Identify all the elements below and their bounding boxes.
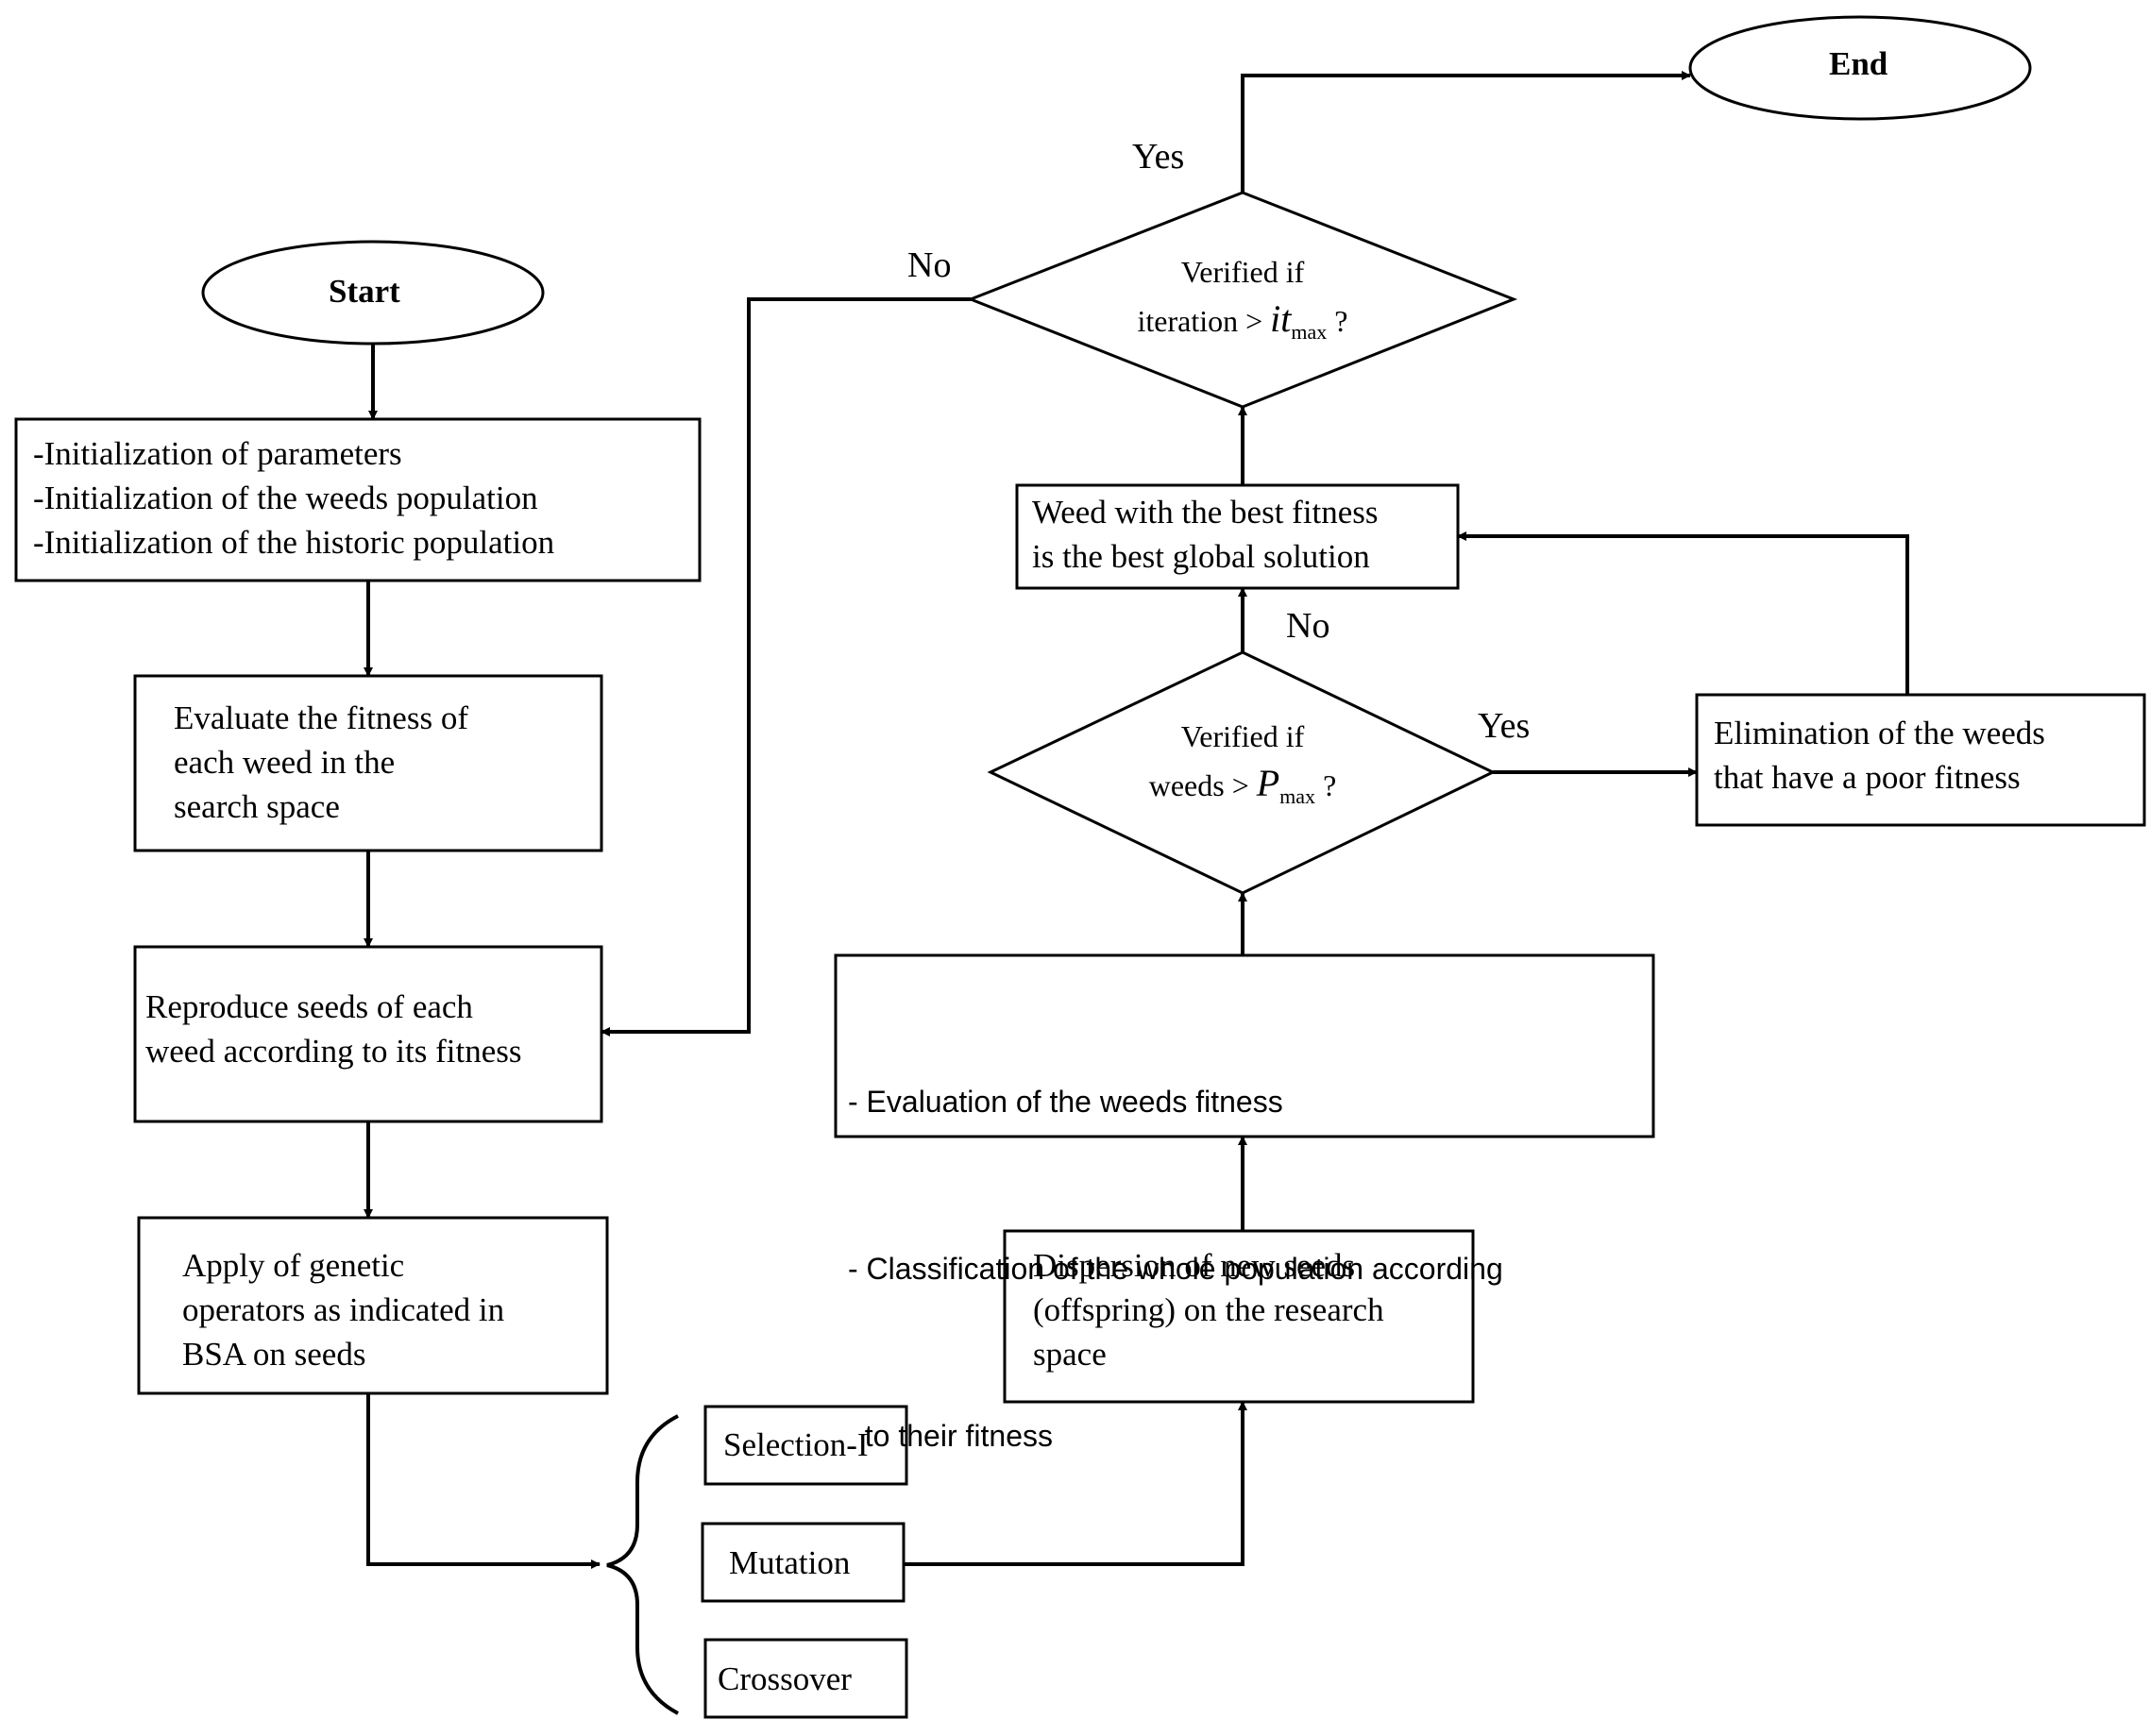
arrow-iteration-reproduce [601,297,971,1037]
dispersion-line: (offspring) on the research [1033,1291,1384,1328]
end-label: End [1829,45,1888,82]
reproduce-line: Reproduce seeds of each [145,988,473,1025]
classification-line: - Evaluation of the weeds fitness [848,1085,1283,1119]
reproduce-line: weed according to its fitness [145,1033,522,1070]
init-box [14,417,702,582]
decision-iteration-line2: iteration > itmax ? [1092,295,1394,356]
evaluate-text: Evaluate the fitness of each weed in the… [174,696,468,829]
decision-weeds-text: Verified if weeds > Pmax ? [1101,713,1384,820]
evaluate-box [133,674,603,852]
dispersion-line: space [1033,1336,1107,1373]
init-line: -Initialization of the weeds population [33,480,538,516]
evaluate-line: search space [174,788,340,825]
decision-weeds-prefix: weeds > [1148,768,1249,802]
elimination-line: that have a poor fitness [1714,759,2021,796]
selection-box [703,1405,908,1486]
init-line: -Initialization of parameters [33,435,402,472]
start-label: Start [329,273,400,310]
init-text: -Initialization of parameters -Initializ… [33,431,554,565]
dispersion-box [1003,1229,1475,1404]
genetic-box [137,1216,609,1395]
arrow-elimination-best [1457,531,1909,695]
label-no-top: No [907,245,952,285]
arrow-iteration-end [1241,71,1691,193]
best-solution-text: Weed with the best fitness is the best g… [1032,490,1379,579]
decision-weeds-line1: Verified if [1180,719,1305,753]
decision-iteration-suffix: ? [1334,304,1348,338]
arrow-genetic-operators [366,1393,601,1569]
reproduce-text: Reproduce seeds of each weed according t… [145,985,522,1073]
operators-brace [606,1414,679,1715]
best-solution-line: Weed with the best fitness [1032,494,1379,531]
elimination-box [1695,693,2146,827]
end-terminal [1688,15,2032,121]
label-no-mid: No [1286,606,1330,646]
mutation-box [701,1522,906,1603]
label-yes-right: Yes [1478,706,1531,746]
operator-selection: Selection-I [723,1426,869,1463]
decision-iteration-line1: Verified if [1180,255,1305,289]
genetic-line: operators as indicated in [182,1291,505,1328]
decision-iteration-prefix: iteration > [1137,304,1263,338]
decision-weeds-suffix: ? [1323,768,1337,802]
genetic-line: BSA on seeds [182,1336,366,1373]
elimination-text: Elimination of the weeds that have a poo… [1714,711,2045,800]
decision-iteration-var: it [1270,297,1292,340]
decision-weeds-line2: weeds > Pmax ? [1101,760,1384,820]
classification-line: to their fitness [848,1419,1053,1453]
classification-line: - Classification of the whole population… [848,1252,1503,1286]
best-solution-line: is the best global solution [1032,538,1370,575]
operator-crossover: Crossover [718,1660,852,1697]
elimination-line: Elimination of the weeds [1714,715,2045,751]
best-solution-box [1015,483,1460,590]
evaluate-line: Evaluate the fitness of [174,699,468,736]
decision-weeds-var: P [1256,762,1280,804]
decision-iteration-sub: max [1291,320,1328,344]
dispersion-line: Dispersion of new seeds [1033,1247,1356,1284]
arrow-mutation-dispersion [904,1401,1247,1566]
genetic-text: Apply of genetic operators as indicated … [182,1243,504,1376]
init-line: -Initialization of the historic populati… [33,524,555,561]
dispersion-text: Dispersion of new seeds (offspring) on t… [1033,1243,1384,1376]
evaluate-line: each weed in the [174,744,396,781]
operator-mutation: Mutation [729,1544,851,1581]
classification-text: - Evaluation of the weeds fitness - Clas… [848,963,1503,1576]
crossover-box [703,1638,908,1719]
decision-weeds-sub: max [1279,784,1316,808]
decision-iteration-text: Verified if iteration > itmax ? [1092,248,1394,356]
label-yes-top: Yes [1132,137,1185,177]
genetic-line: Apply of genetic [182,1247,405,1284]
